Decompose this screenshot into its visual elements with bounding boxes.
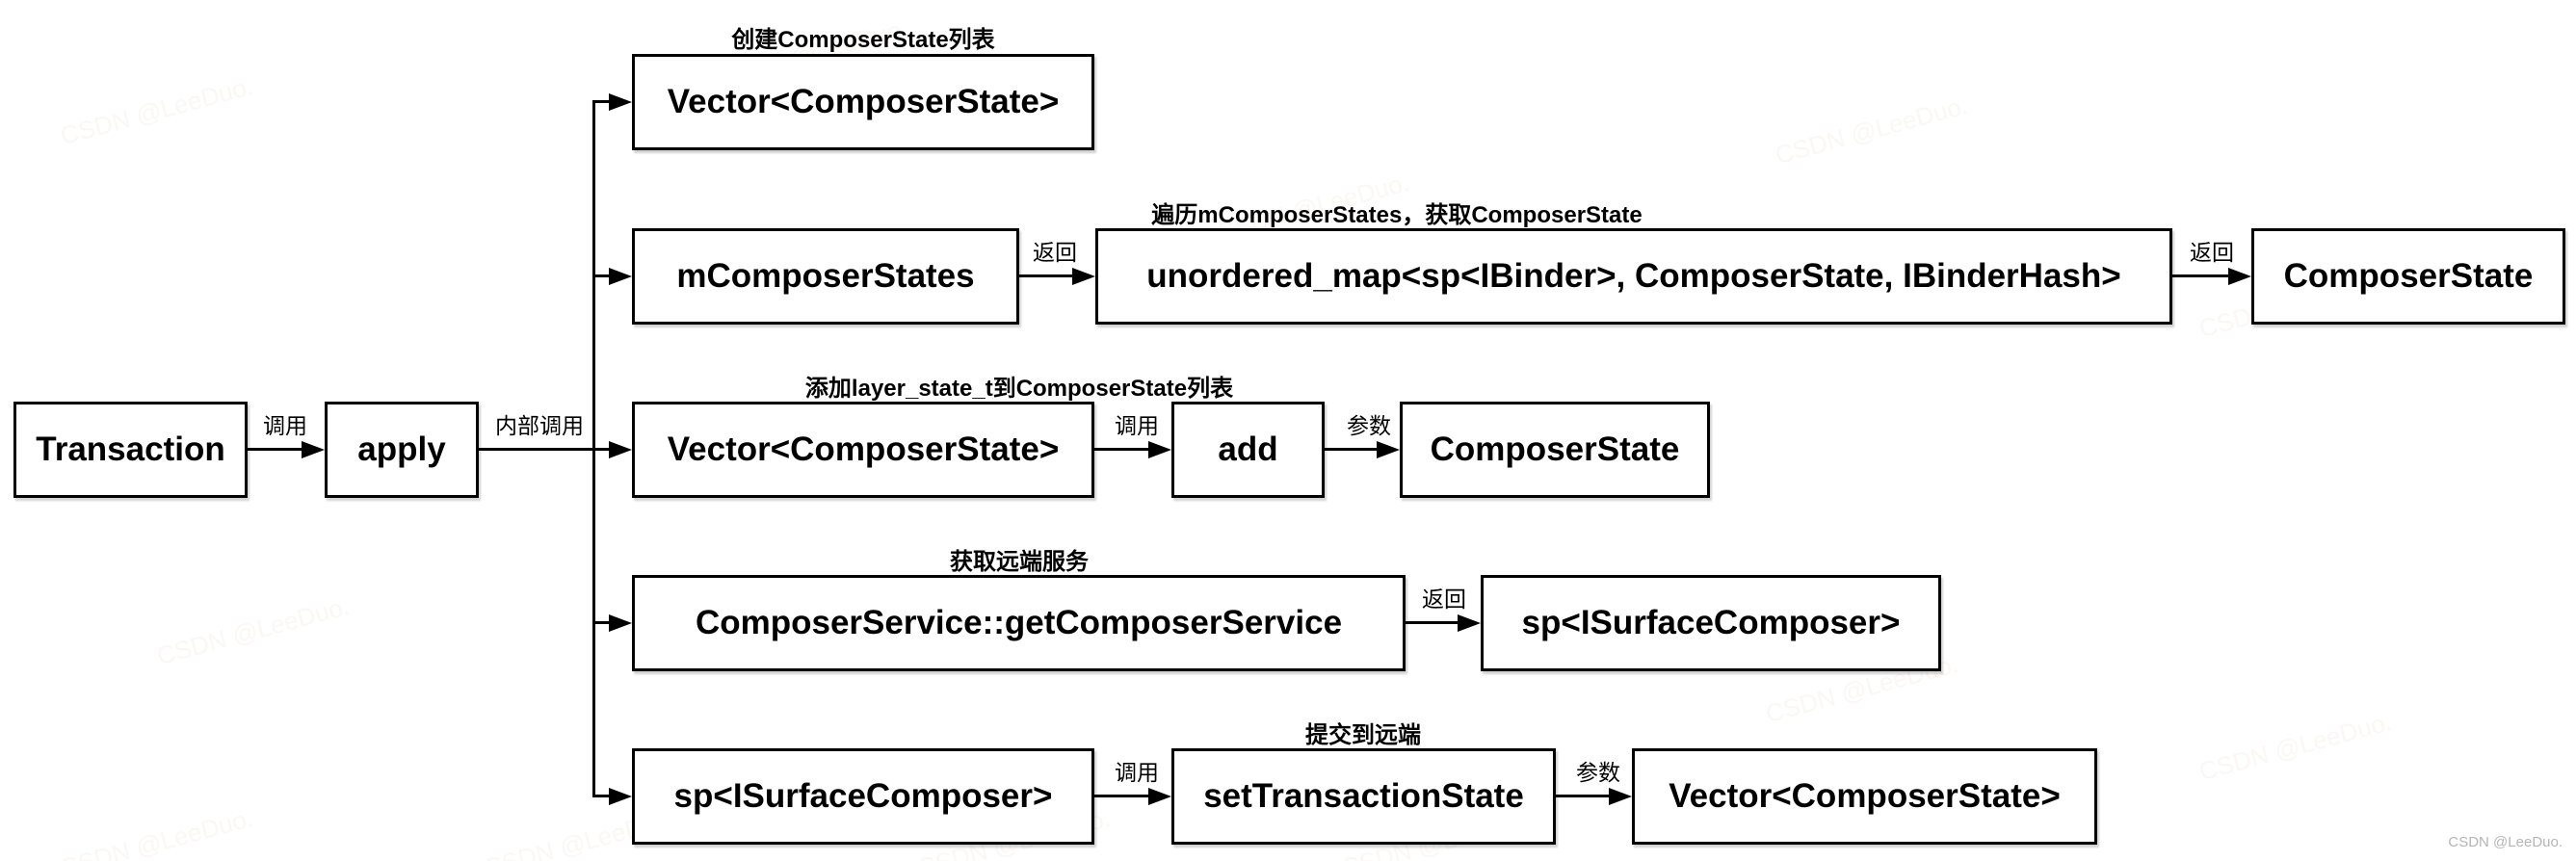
node-add-label: add <box>1218 430 1278 468</box>
watermark-tile: CSDN @LeeDuo. <box>57 802 256 861</box>
watermark-tile: CSDN @LeeDuo. <box>57 70 256 151</box>
caption-iterate-mcomposerstates: 遍历mComposerStates，获取ComposerState <box>1151 202 1643 228</box>
node-unordered-map: unordered_map<sp<IBinder>, ComposerState… <box>1095 228 2172 325</box>
arrowhead-branch-row2 <box>609 268 632 285</box>
node-add: add <box>1171 402 1325 498</box>
edge-label-call-1: 调用 <box>263 413 307 438</box>
edge-label-return-1: 返回 <box>1033 240 1077 265</box>
node-settransactionstate: setTransactionState <box>1171 748 1556 845</box>
connector-transaction-apply <box>248 448 305 451</box>
connector-vector-add <box>1094 448 1150 451</box>
connector-mcs-map <box>1019 274 1074 277</box>
node-vector-composerstate-create: Vector<ComposerState> <box>632 54 1094 150</box>
caption-add-layer-state: 添加layer_state_t到ComposerState列表 <box>804 376 1234 402</box>
node-sp-isurfacecomposer-return: sp<ISurfaceComposer> <box>1481 575 1941 671</box>
edge-label-param-1: 参数 <box>1347 413 1391 438</box>
node-composerstate-param-label: ComposerState <box>1430 430 1680 468</box>
edge-label-return-2: 返回 <box>2190 240 2234 265</box>
edge-label-call-2: 调用 <box>1115 413 1159 438</box>
node-composerstate-param: ComposerState <box>1400 402 1710 498</box>
connector-service-sp <box>1406 621 1459 624</box>
node-unordered-map-label: unordered_map<sp<IBinder>, ComposerState… <box>1146 257 2121 295</box>
node-apply: apply <box>325 402 479 498</box>
node-sp-isurfacecomposer-label: sp<ISurfaceComposer> <box>673 777 1053 815</box>
arrowhead-branch-row1 <box>609 93 632 111</box>
arrowhead-add-composerstate <box>1377 441 1400 458</box>
edge-label-return-3: 返回 <box>1422 587 1466 612</box>
node-vector-composerstate-param-label: Vector<ComposerState> <box>1669 777 2061 815</box>
caption-get-remote-service: 获取远端服务 <box>950 549 1089 575</box>
connector-add-composerstate <box>1325 448 1379 451</box>
arrowhead-branch-row5 <box>609 788 632 805</box>
arrowhead-sp-sts <box>1148 788 1171 805</box>
watermark-text: CSDN @LeeDuo. <box>2448 834 2563 850</box>
node-vector-composerstate-add: Vector<ComposerState> <box>632 402 1094 498</box>
connector-sp-sts <box>1094 795 1150 797</box>
connector-branch-row1 <box>592 100 614 103</box>
node-composerservice-getcomposerservice: ComposerService::getComposerService <box>632 575 1406 671</box>
node-vector-composerstate-create-label: Vector<ComposerState> <box>667 83 1060 120</box>
connector-branch-trunk <box>592 100 595 797</box>
edge-label-param-2: 参数 <box>1576 760 1620 785</box>
arrowhead-mcs-map <box>1072 268 1095 285</box>
node-composerstate-return-label: ComposerState <box>2283 257 2534 295</box>
connector-branch-row5 <box>592 795 614 797</box>
node-composerstate-return: ComposerState <box>2251 228 2565 325</box>
connector-map-composerstate <box>2172 274 2230 277</box>
edge-label-call-3: 调用 <box>1115 760 1159 785</box>
node-vector-composerstate-param: Vector<ComposerState> <box>1632 748 2097 845</box>
watermark-tile: CSDN @LeeDuo. <box>1772 90 1971 170</box>
node-mcomposerstates-label: mComposerStates <box>676 257 975 295</box>
connector-branch-row4 <box>592 621 614 624</box>
caption-create-composerstate-list: 创建ComposerState列表 <box>731 27 995 53</box>
caption-commit-to-remote: 提交到远端 <box>1305 722 1421 748</box>
connector-apply-internal <box>479 448 613 451</box>
node-apply-label: apply <box>357 430 446 468</box>
arrowhead-transaction-apply <box>302 441 325 458</box>
node-composerservice-label: ComposerService::getComposerService <box>695 604 1343 641</box>
arrowhead-internal-row3 <box>609 441 632 458</box>
arrowhead-vector-add <box>1148 441 1171 458</box>
node-settransactionstate-label: setTransactionState <box>1203 777 1524 815</box>
arrowhead-service-sp <box>1458 614 1481 632</box>
node-sp-isurfacecomposer-return-label: sp<ISurfaceComposer> <box>1521 604 1901 641</box>
watermark-tile: CSDN @LeeDuo. <box>153 590 353 671</box>
node-mcomposerstates: mComposerStates <box>632 228 1019 325</box>
node-sp-isurfacecomposer: sp<ISurfaceComposer> <box>632 748 1094 845</box>
watermark-tile: CSDN @LeeDuo. <box>2195 706 2395 787</box>
node-transaction-label: Transaction <box>36 430 225 468</box>
node-transaction: Transaction <box>13 402 248 498</box>
edge-label-internal-call: 内部调用 <box>495 413 584 438</box>
arrowhead-map-composerstate <box>2228 268 2251 285</box>
arrowhead-branch-row4 <box>609 614 632 632</box>
connector-branch-row2 <box>592 274 614 277</box>
arrowhead-sts-vector <box>1609 788 1632 805</box>
node-vector-composerstate-add-label: Vector<ComposerState> <box>667 430 1060 468</box>
connector-sts-vector <box>1556 795 1611 797</box>
